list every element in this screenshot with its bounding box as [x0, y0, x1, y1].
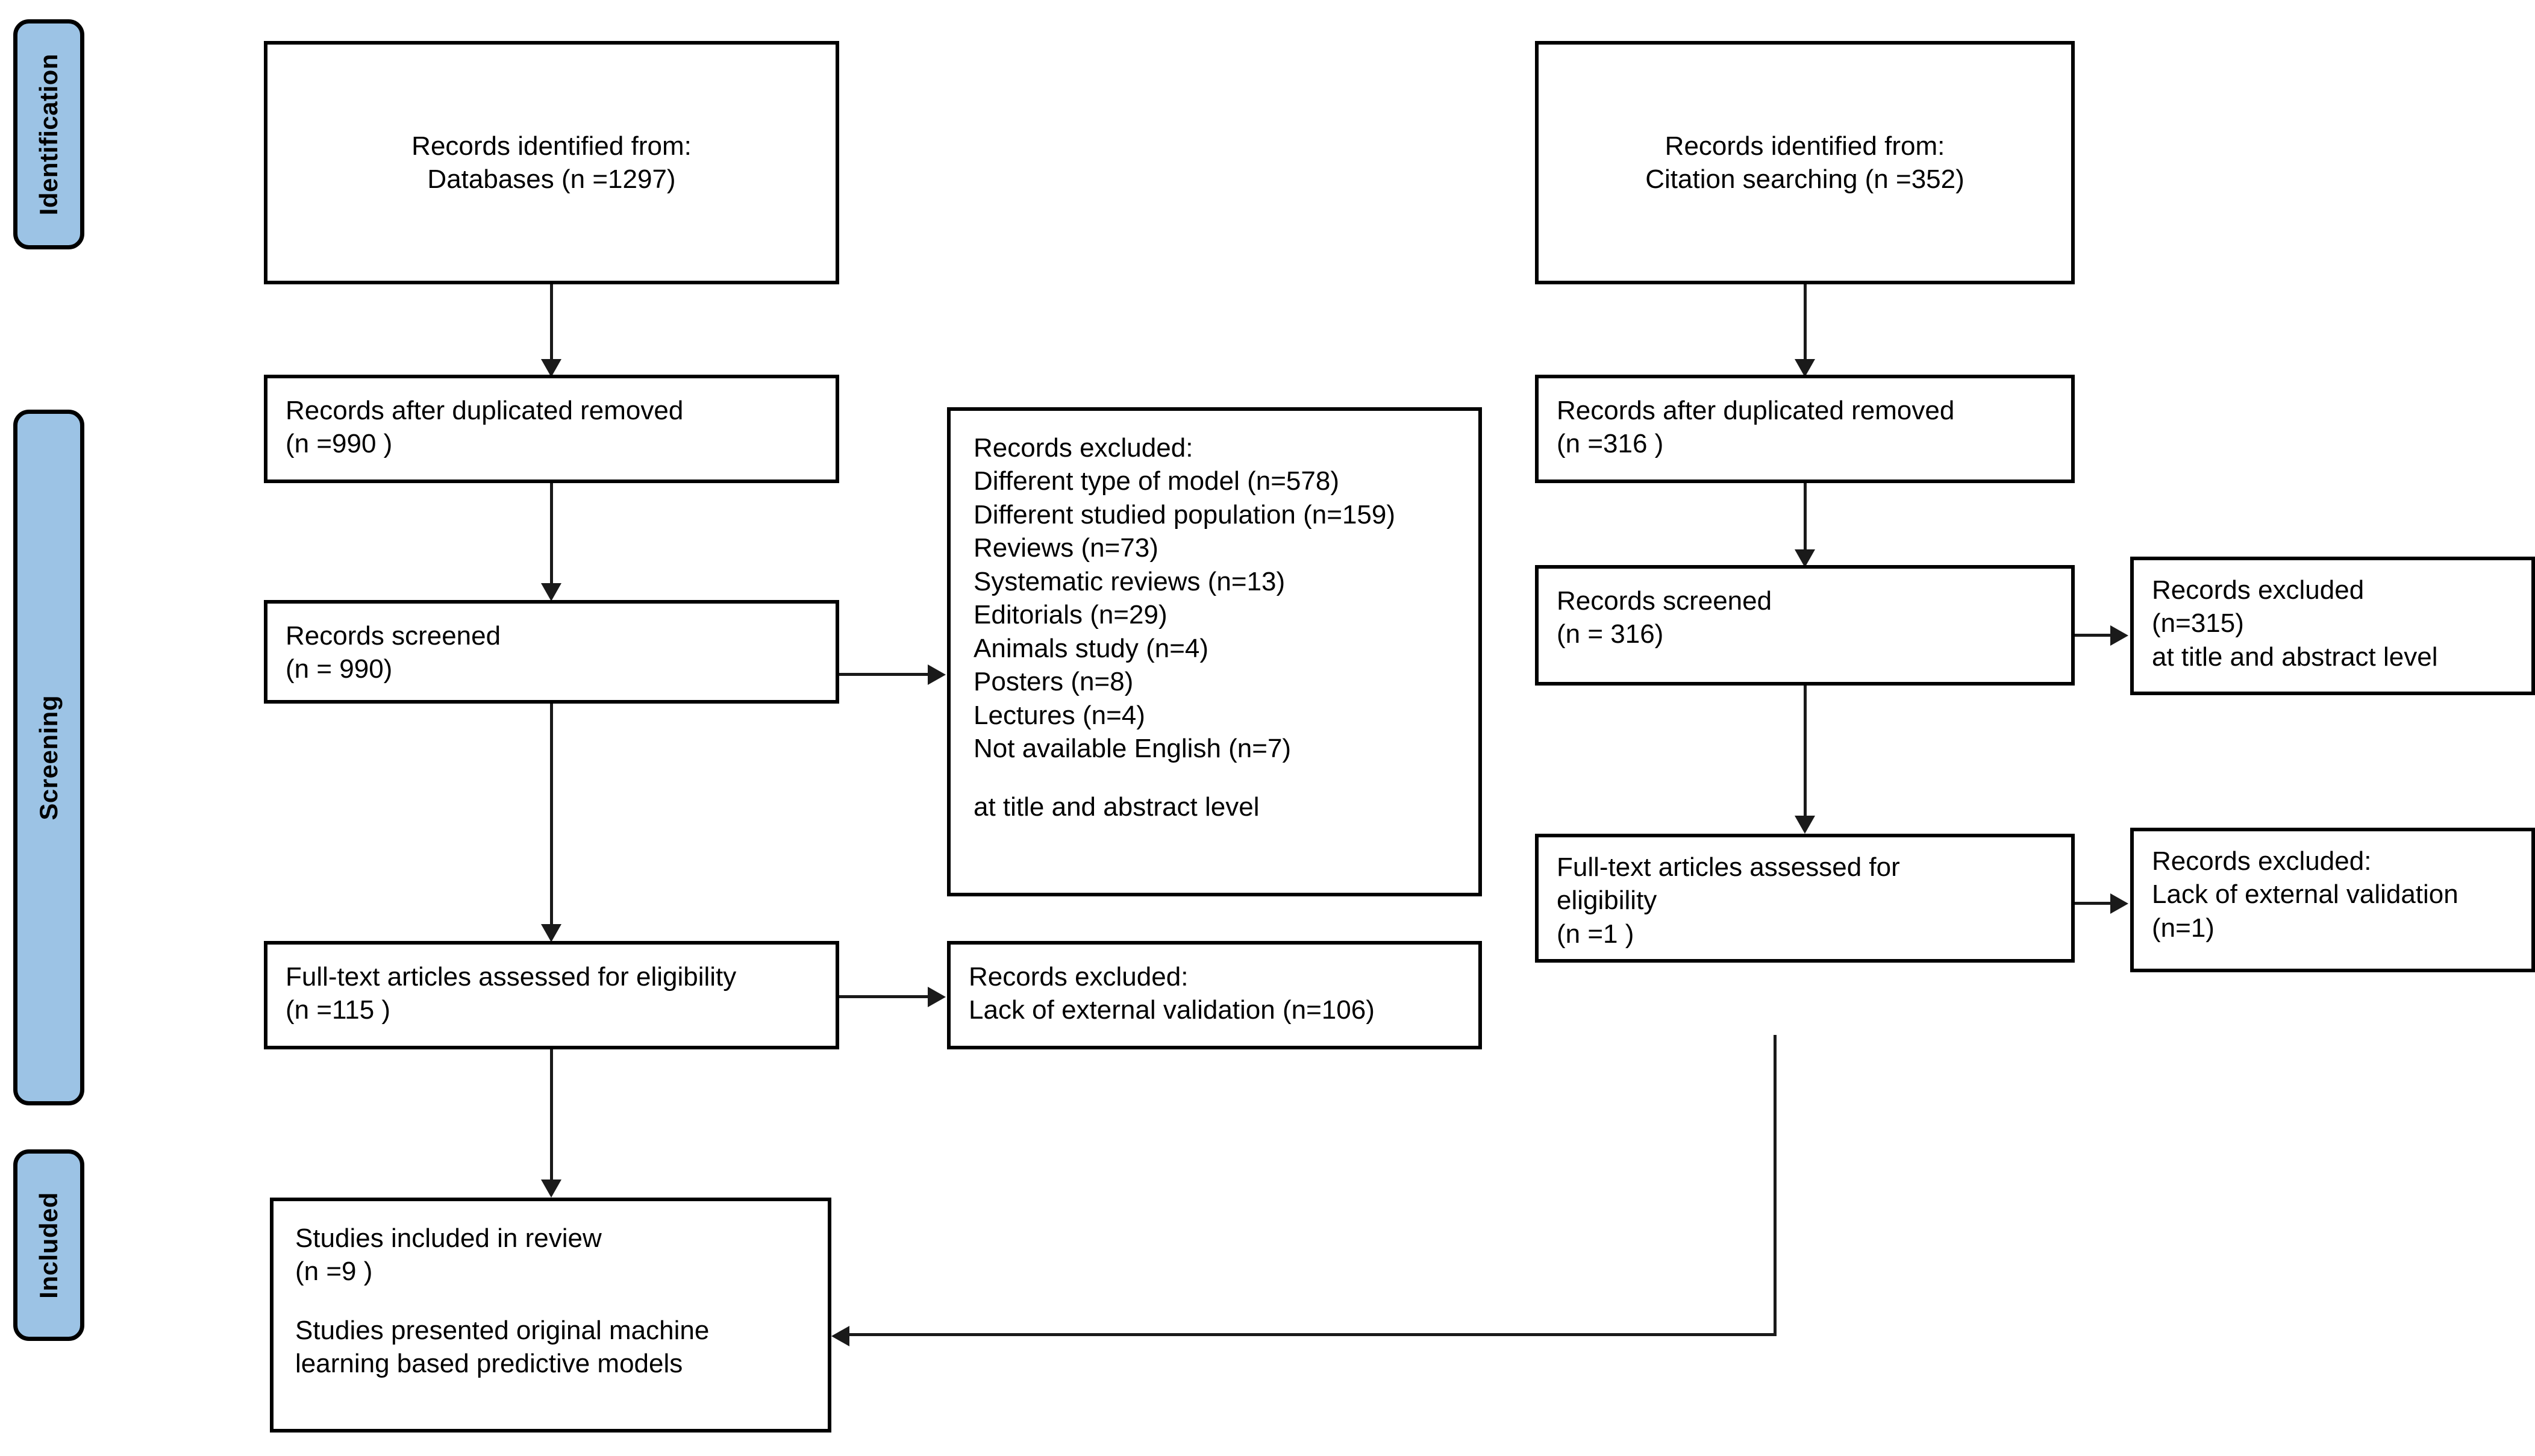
box-records-identified-databases: Records identified from: Databases (n =1…: [264, 41, 839, 284]
connector-identified-to-duplicates-citations: [1804, 284, 1807, 363]
box-line: Records after duplicated removed: [1557, 396, 1955, 425]
box-line: Records excluded:: [969, 962, 1189, 992]
connector-screened-to-fulltext: [550, 704, 553, 928]
box-fulltext-assessed-citations: Full-text articles assessed for eligibil…: [1535, 834, 2075, 963]
stage-pill-identification: Identification: [13, 19, 84, 249]
box-records-excluded-screening-databases: Records excluded: Different type of mode…: [947, 407, 1482, 896]
box-line: Studies presented original machine: [295, 1315, 710, 1345]
box-line: Records after duplicated removed: [286, 396, 684, 425]
connector-fulltext-to-excluded: [839, 995, 930, 998]
box-records-after-duplicates-databases: Records after duplicated removed (n =990…: [264, 375, 839, 483]
arrow-down-icon: [1795, 816, 1815, 834]
arrow-down-icon: [541, 359, 561, 377]
stage-pill-included: Included: [13, 1149, 84, 1341]
arrow-right-icon: [2110, 893, 2128, 914]
box-line: (n =1 ): [1557, 919, 1634, 949]
stage-label-screening: Screening: [34, 695, 63, 820]
box-records-excluded-screening-citations: Records excluded (n=315) at title and ab…: [2130, 557, 2535, 695]
box-line: (n=1): [2152, 913, 2215, 943]
box-line: Not available English (n=7): [974, 733, 1292, 763]
connector-duplicates-to-screened: [550, 483, 553, 587]
box-line: (n =316 ): [1557, 429, 1664, 459]
box-records-after-duplicates-citations: Records after duplicated removed (n =316…: [1535, 375, 2075, 483]
box-fulltext-assessed-databases: Full-text articles assessed for eligibil…: [264, 941, 839, 1049]
arrow-down-icon: [1795, 359, 1815, 377]
box-line: Records identified from:: [1664, 131, 1945, 161]
connector-screened-to-excluded-citations: [2075, 634, 2112, 637]
box-line: eligibility: [1557, 886, 1657, 916]
box-line: at title and abstract level: [2152, 642, 2438, 672]
box-line: Records excluded:: [974, 433, 1193, 463]
box-line: Different type of model (n=578): [974, 466, 1339, 496]
box-line: Citation searching (n =352): [1645, 164, 1965, 194]
box-records-screened-databases: Records screened (n = 990): [264, 600, 839, 704]
box-line: Different studied population (n=159): [974, 499, 1396, 530]
arrow-down-icon: [541, 924, 561, 942]
box-line-spacer: [974, 765, 1455, 790]
box-line: Records identified from:: [411, 131, 692, 161]
box-line: (n = 990): [286, 654, 393, 684]
box-line: Lectures (n=4): [974, 700, 1145, 730]
box-line: Full-text articles assessed for eligibil…: [286, 962, 737, 992]
box-line: Records screened: [286, 621, 501, 651]
box-records-excluded-fulltext-databases: Records excluded: Lack of external valid…: [947, 941, 1482, 1049]
box-line: Full-text articles assessed for: [1557, 852, 1900, 882]
box-line: Posters (n=8): [974, 667, 1134, 697]
box-line: learning based predictive models: [295, 1349, 683, 1379]
box-line: (n =115 ): [286, 995, 391, 1025]
box-line: (n=315): [2152, 608, 2244, 639]
arrow-right-icon: [2110, 625, 2128, 646]
arrow-right-icon: [928, 987, 946, 1007]
connector-fulltext-to-excluded-citations: [2075, 902, 2112, 905]
box-records-screened-citations: Records screened (n = 316): [1535, 565, 2075, 686]
connector-citations-to-included-horizontal: [849, 1333, 1777, 1336]
box-line: Lack of external validation: [2152, 880, 2458, 910]
box-line: Reviews (n=73): [974, 533, 1158, 563]
box-studies-included-in-review: Studies included in review (n =9 ) Studi…: [270, 1198, 831, 1433]
box-line-spacer: [295, 1289, 806, 1314]
box-line: Records excluded: [2152, 575, 2365, 605]
connector-screened-to-fulltext-citations: [1804, 686, 1807, 819]
connector-screened-to-excluded: [839, 673, 930, 676]
arrow-down-icon: [541, 1179, 561, 1198]
connector-duplicates-to-screened-citations: [1804, 483, 1807, 553]
box-line: (n =9 ): [295, 1257, 373, 1287]
stage-pill-screening: Screening: [13, 410, 84, 1105]
connector-citations-to-included-vertical: [1774, 1035, 1777, 1336]
connector-identified-to-duplicates: [550, 284, 553, 363]
box-records-identified-citations: Records identified from: Citation search…: [1535, 41, 2075, 284]
box-line: Records excluded:: [2152, 846, 2372, 876]
box-line: at title and abstract level: [974, 792, 1260, 822]
box-line: Editorials (n=29): [974, 600, 1167, 630]
box-line: (n = 316): [1557, 619, 1664, 649]
arrow-down-icon: [1795, 549, 1815, 567]
box-line: Lack of external validation (n=106): [969, 995, 1375, 1025]
box-line: Records screened: [1557, 586, 1772, 616]
arrow-right-icon: [928, 664, 946, 685]
connector-fulltext-to-included: [550, 1049, 553, 1183]
arrow-left-icon: [831, 1326, 849, 1346]
box-line: Animals study (n=4): [974, 633, 1209, 663]
stage-label-identification: Identification: [34, 53, 63, 216]
box-line: (n =990 ): [286, 429, 393, 459]
box-line: Databases (n =1297): [427, 164, 676, 194]
arrow-down-icon: [541, 583, 561, 601]
stage-label-included: Included: [34, 1192, 63, 1299]
box-line: Studies included in review: [295, 1223, 602, 1253]
box-line: Systematic reviews (n=13): [974, 566, 1286, 596]
box-records-excluded-fulltext-citations: Records excluded: Lack of external valid…: [2130, 828, 2535, 972]
